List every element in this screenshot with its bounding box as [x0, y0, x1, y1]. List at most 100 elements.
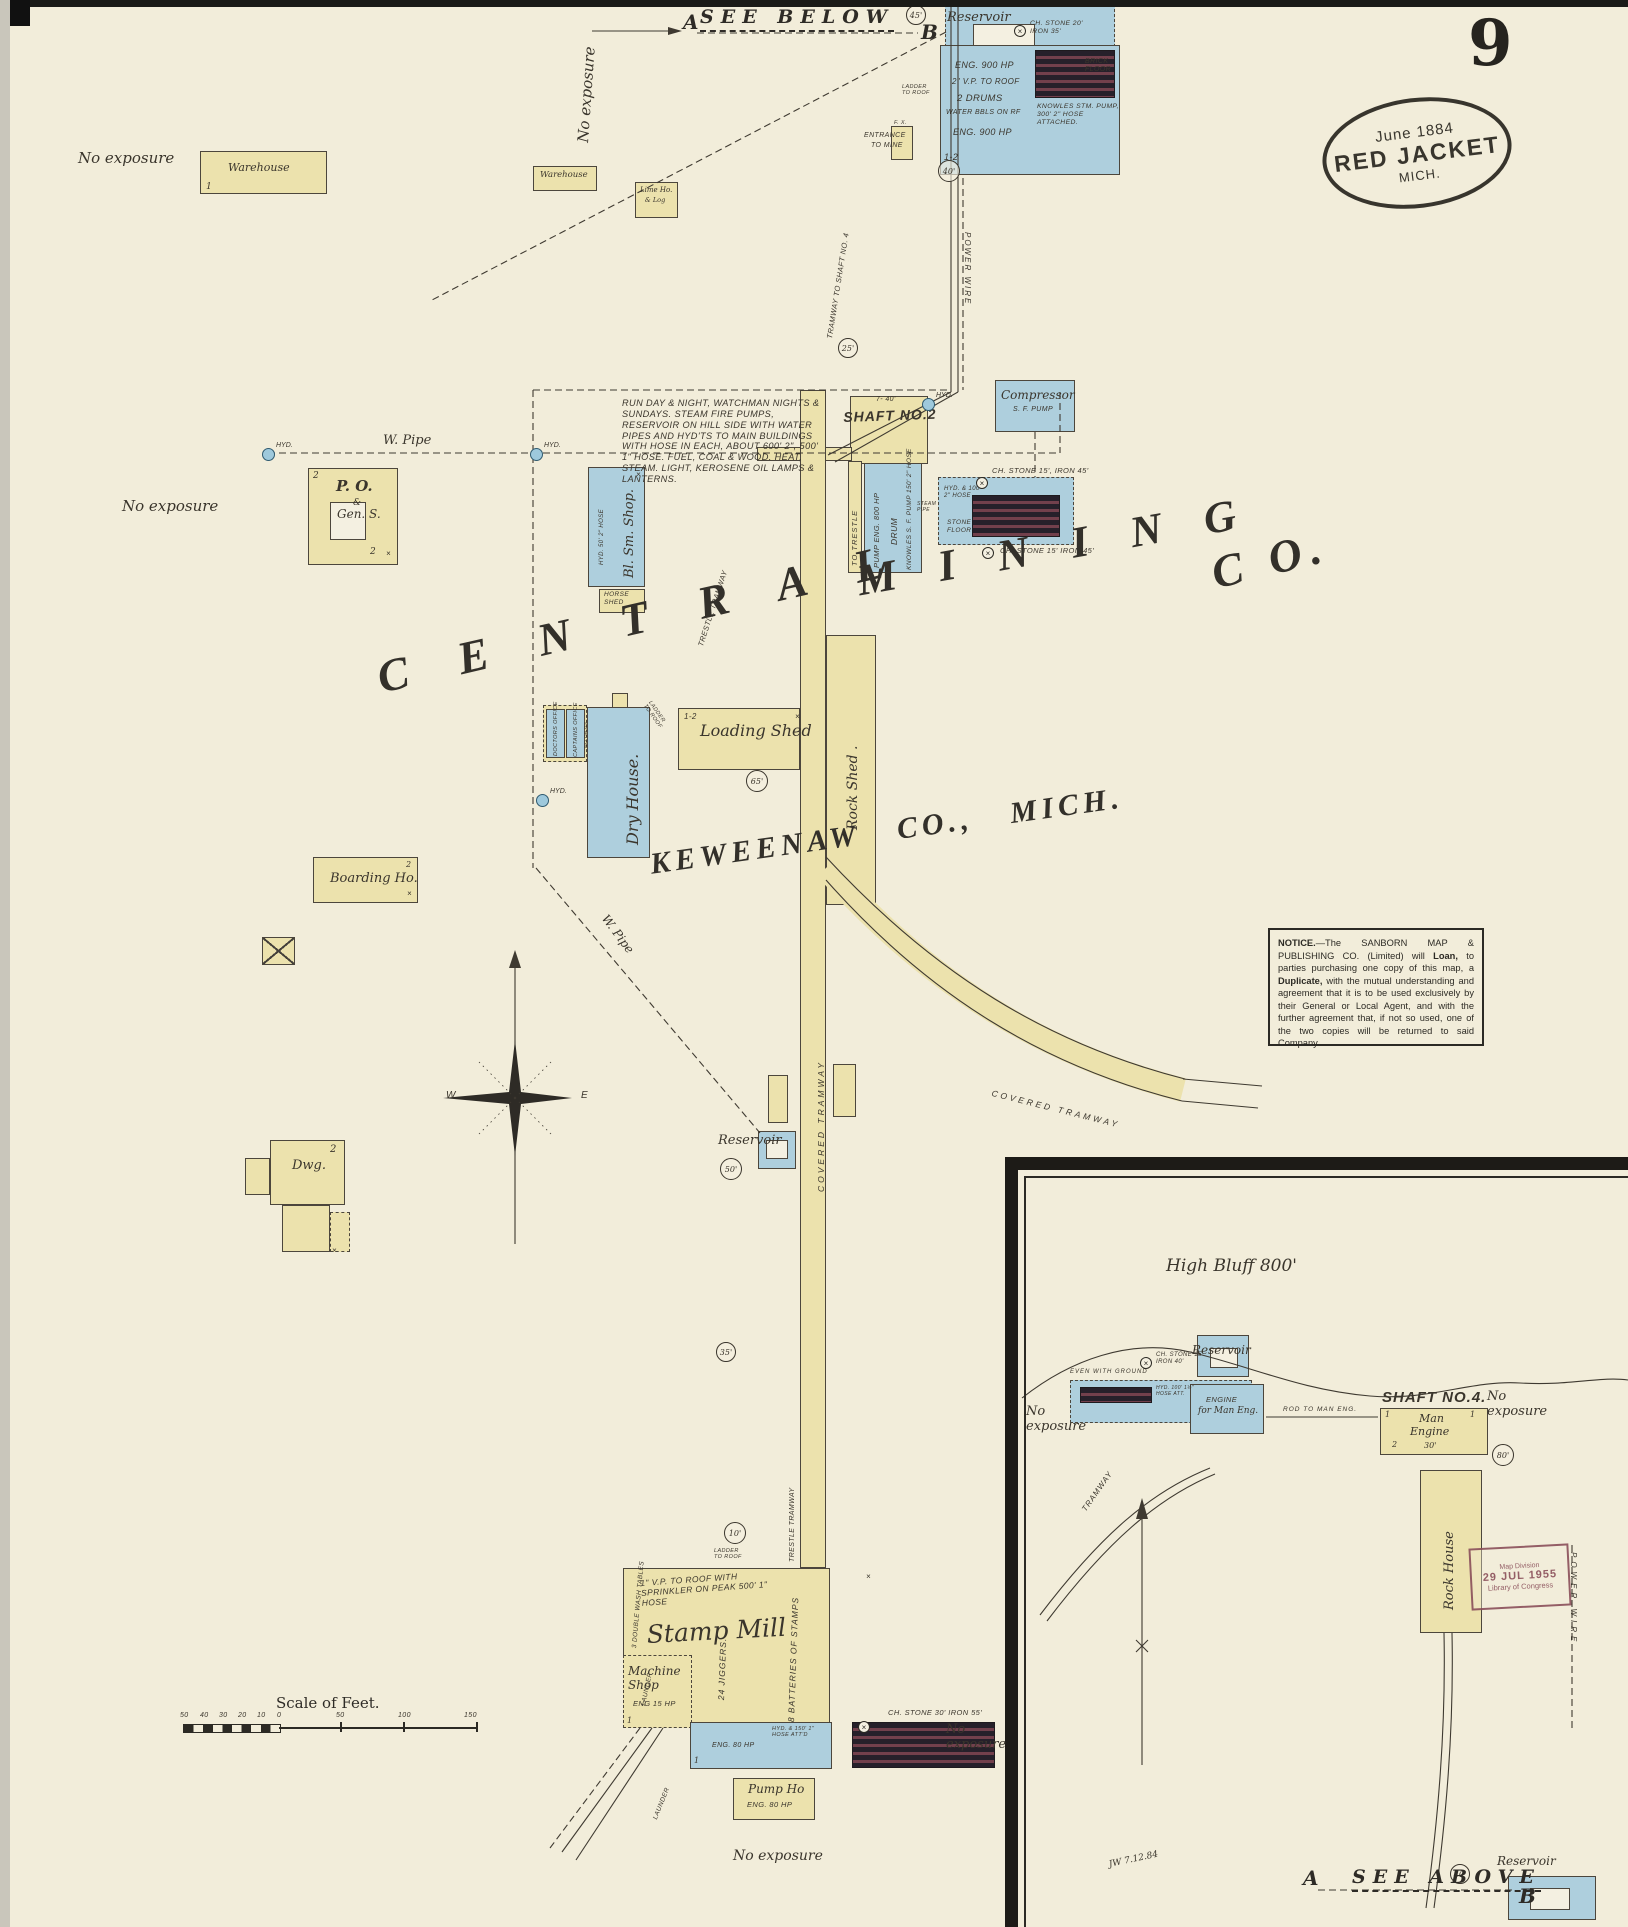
vp-roof: 2" V.P. TO ROOF — [952, 77, 1020, 86]
pump-house-label: Pump Ho — [748, 1782, 805, 1796]
boarding-house — [313, 857, 418, 903]
horse-shed — [599, 589, 645, 613]
crossed-outbuilding — [262, 937, 295, 965]
post-office-inner — [330, 502, 366, 540]
high-bluff: High Bluff 800' — [1166, 1256, 1297, 1276]
see-below-b: B — [921, 20, 938, 44]
chimney-inset: × — [1140, 1357, 1152, 1369]
date-place-stamp: June 1884 RED JACKET MICH. — [1316, 86, 1518, 220]
compressor-label: Compressor — [1001, 388, 1075, 402]
title-keweenaw: KEWEENAW CO., MICH. — [648, 781, 1126, 881]
dwelling-lower — [282, 1205, 330, 1252]
machine-shop-label: Machine Shop — [628, 1664, 681, 1693]
boarding-label: Boarding Ho. — [330, 871, 418, 886]
hydrant-w-pipe-1-label: HYD. — [276, 442, 293, 449]
x-marker-3: × — [866, 1572, 872, 1581]
no-exposure-mill: No exposure — [946, 1722, 1007, 1753]
loading-story: 1-2 — [684, 712, 697, 721]
scan-edge-left — [0, 0, 10, 1927]
blsm-hyd: HYD. 50' 2" HOSE — [599, 508, 605, 565]
mill-boiler-block — [852, 1722, 995, 1768]
man-engine-l1: Man — [1419, 1412, 1444, 1425]
ch-stone-30: CH. STONE 30' IRON 55' — [888, 1708, 983, 1717]
inset-reservoir-bottom-inner — [1530, 1888, 1570, 1910]
scale-40: 40 — [200, 1712, 209, 1719]
captains-office: CAPTAINS OFFICE — [573, 702, 579, 757]
compass-w: W — [446, 1090, 456, 1101]
mill-eng-80: ENG. 80 HP — [712, 1742, 755, 1749]
scale-150: 150 — [464, 1712, 477, 1719]
dry-house — [587, 707, 650, 858]
po-gens: Gen. S. — [337, 507, 381, 521]
tramway-inset: TRAMWAY — [1080, 1469, 1115, 1514]
compass-e: E — [581, 1090, 589, 1101]
chimney-mill: × — [858, 1721, 870, 1733]
hydrant-dry-house-label: HYD. — [550, 788, 567, 795]
hydrant-w-pipe-2-label: HYD. — [544, 442, 561, 449]
inset-frame-inner-top — [1024, 1176, 1628, 1178]
hydrant-shaft2 — [922, 398, 935, 411]
scale-0: 0 — [277, 1712, 282, 1719]
dry-house-cube — [612, 693, 628, 708]
compressor-house — [995, 380, 1075, 432]
shaft2-dim: 7- 40' — [876, 396, 896, 403]
warehouse-2-label: Warehouse — [540, 170, 588, 180]
scale-50b: 50 — [336, 1712, 345, 1719]
inset-frame-inner-left — [1024, 1176, 1026, 1927]
see-above-b: B — [1519, 1884, 1536, 1908]
warehouse-1 — [200, 151, 327, 194]
shed-near-tramway-2 — [833, 1064, 856, 1117]
pump-house-eng: ENG. 80 HP — [747, 1800, 793, 1809]
ch-stone-20: CH. STONE 20' IRON 35' — [1030, 20, 1083, 36]
dwelling-label: Dwg. — [292, 1158, 327, 1173]
no-exposure-warehouse: No exposure — [78, 149, 175, 167]
hyd-100-hose: HYD. & 100' 2" HOSE — [944, 486, 982, 500]
knowles-top: KNOWLES STM. PUMP, 300' 2" HOSE ATTACHED… — [1037, 103, 1119, 127]
even-with-ground: EVEN WITH GROUND — [1070, 1369, 1148, 1375]
covered-tramway-curve: COVERED TRAMWAY — [990, 1088, 1122, 1130]
no-exposure-inset-left: No exposure — [1026, 1404, 1087, 1435]
man-engine-s1: 1 — [1385, 1410, 1391, 1419]
inset-frame-top — [1005, 1157, 1628, 1170]
boiler-block-shaft2 — [972, 495, 1060, 537]
entrance-line2: TO MINE — [871, 142, 903, 149]
rod-to-man-eng: ROD TO MAN ENG. — [1283, 1406, 1358, 1413]
no-exposure-po: No exposure — [122, 497, 219, 515]
stone-floor: STONE FLOOR — [947, 519, 972, 534]
loading-label: Loading Shed — [700, 721, 812, 740]
po-x: × — [386, 549, 392, 558]
ladder-mill: LADDER TO ROOF — [714, 1548, 742, 1561]
dist-25: 25' — [838, 338, 858, 358]
see-below-text: SEE BELOW — [700, 6, 895, 32]
ladder-roof-top: LADDER TO ROOF — [902, 84, 930, 97]
machine-shop-room — [623, 1655, 692, 1728]
warehouse-1-label: Warehouse — [228, 161, 290, 174]
mill-hyd-note: HYD. & 150' 1" HOSE ATT'D — [772, 1726, 815, 1739]
reservoir-mid-label: Reservoir — [718, 1133, 782, 1148]
covered-tramway-v: COVERED TRAMWAY — [816, 1059, 826, 1192]
reservoir-mid — [758, 1131, 796, 1169]
machine-shop-eng: ENG 15 HP — [633, 1699, 676, 1708]
reservoir-mid-inner — [766, 1140, 788, 1159]
dist-80: 80' — [1492, 1444, 1514, 1466]
no-exposure-pump: No exposure — [733, 1848, 823, 1864]
see-above-marker: A — [1303, 1866, 1319, 1890]
ch-stone-15a: CH. STONE 15', IRON 45' — [992, 466, 1089, 475]
man-engine-l2: Engine — [1410, 1425, 1450, 1438]
dwelling-main — [270, 1140, 345, 1205]
inset-engine-script: for Man Eng. — [1198, 1406, 1259, 1416]
man-engine-2: 2 — [1392, 1440, 1398, 1449]
shed-near-tramway-1 — [768, 1075, 788, 1123]
po-label: P. O. — [336, 477, 373, 495]
dist-65: 65' — [746, 770, 768, 792]
hydrant-w-pipe-1 — [262, 448, 275, 461]
inset-hyd-note: HYD. 100' 1½" HOSE ATT. — [1156, 1385, 1194, 1397]
point-a-label: A — [683, 10, 699, 34]
page-number: 9 — [1468, 6, 1513, 81]
man-engine-s2: 1 — [1470, 1410, 1476, 1419]
dwelling-story: 2 — [330, 1144, 337, 1155]
hydrant-shaft2-label: HYD. — [936, 392, 953, 399]
no-openings: NO OP'GS. — [584, 719, 589, 748]
trestle-tramway-2: TRESTLE TRAMWAY — [789, 1487, 796, 1562]
loading-shed — [678, 708, 800, 770]
